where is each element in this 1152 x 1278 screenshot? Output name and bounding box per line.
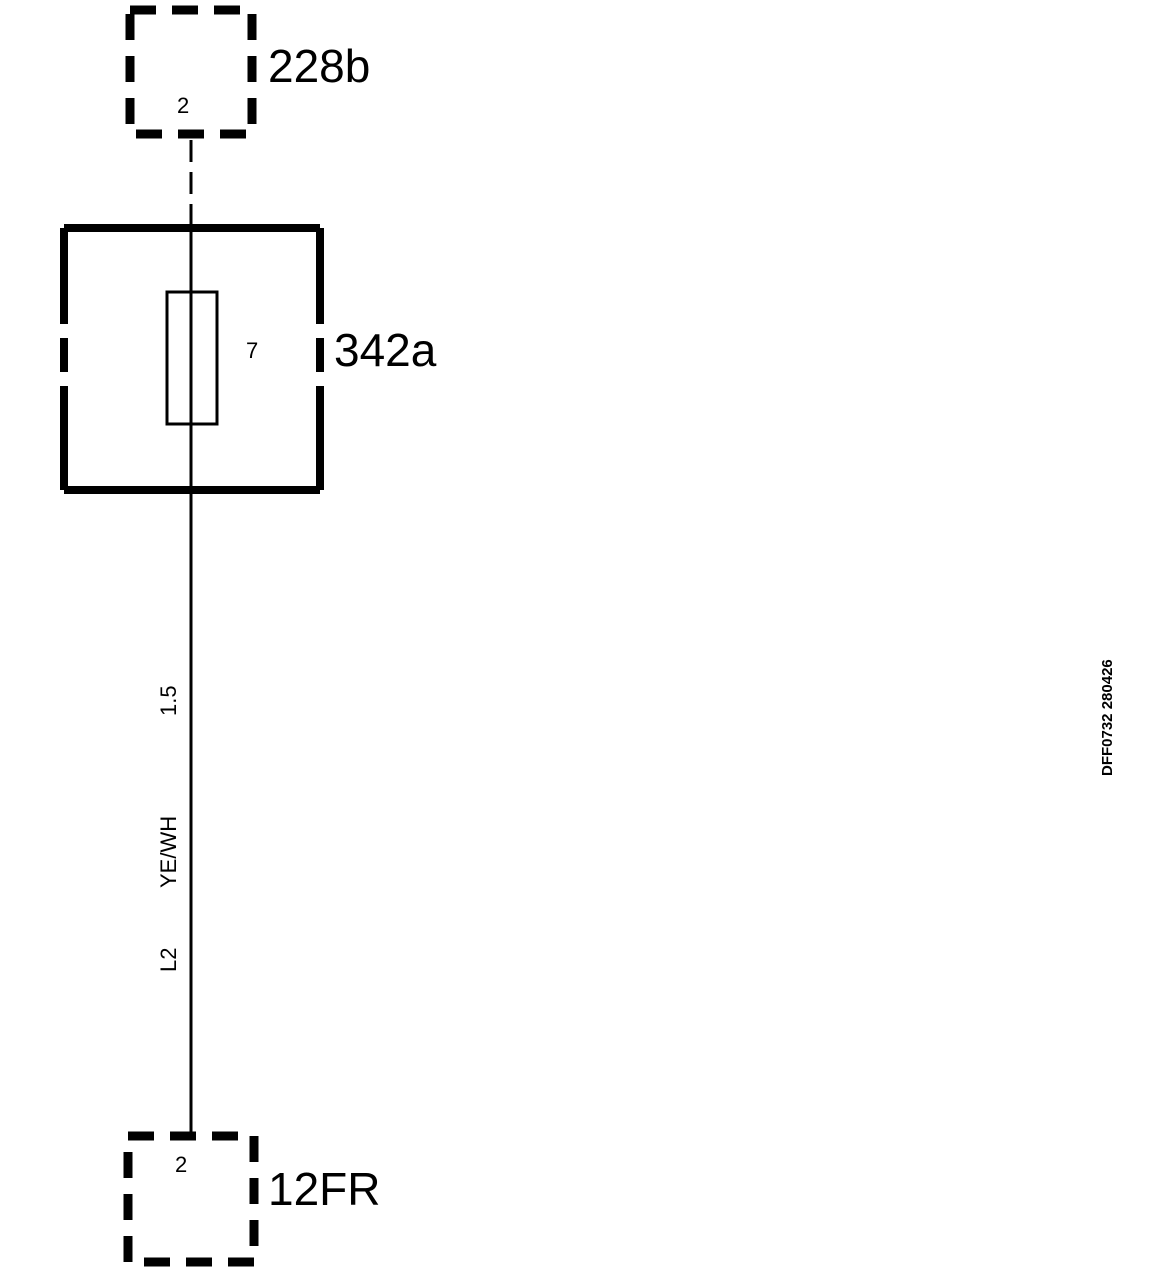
connector-228b-label: 228b [268, 40, 370, 92]
fuse-box-label: 342a [334, 324, 437, 376]
connector-12fr-outline [123, 1131, 259, 1267]
fuse-box-342a: 7 342a [60, 224, 437, 494]
connector-228b-pin: 2 [177, 93, 189, 118]
connector-12fr-label: 12FR [268, 1163, 380, 1215]
connector-228b-outline [125, 5, 257, 139]
document-code: DFF0732 280426 [1099, 659, 1116, 776]
connector-228b: 2 228b [125, 5, 370, 139]
connector-12fr-pin: 2 [175, 1152, 187, 1177]
connector-12fr: 2 12FR [123, 1131, 380, 1267]
wire-code-label: L2 [156, 948, 181, 972]
wire-color-label: YE/WH [156, 816, 181, 888]
fuse-number: 7 [246, 338, 258, 363]
wire-size-label: 1.5 [156, 685, 181, 716]
